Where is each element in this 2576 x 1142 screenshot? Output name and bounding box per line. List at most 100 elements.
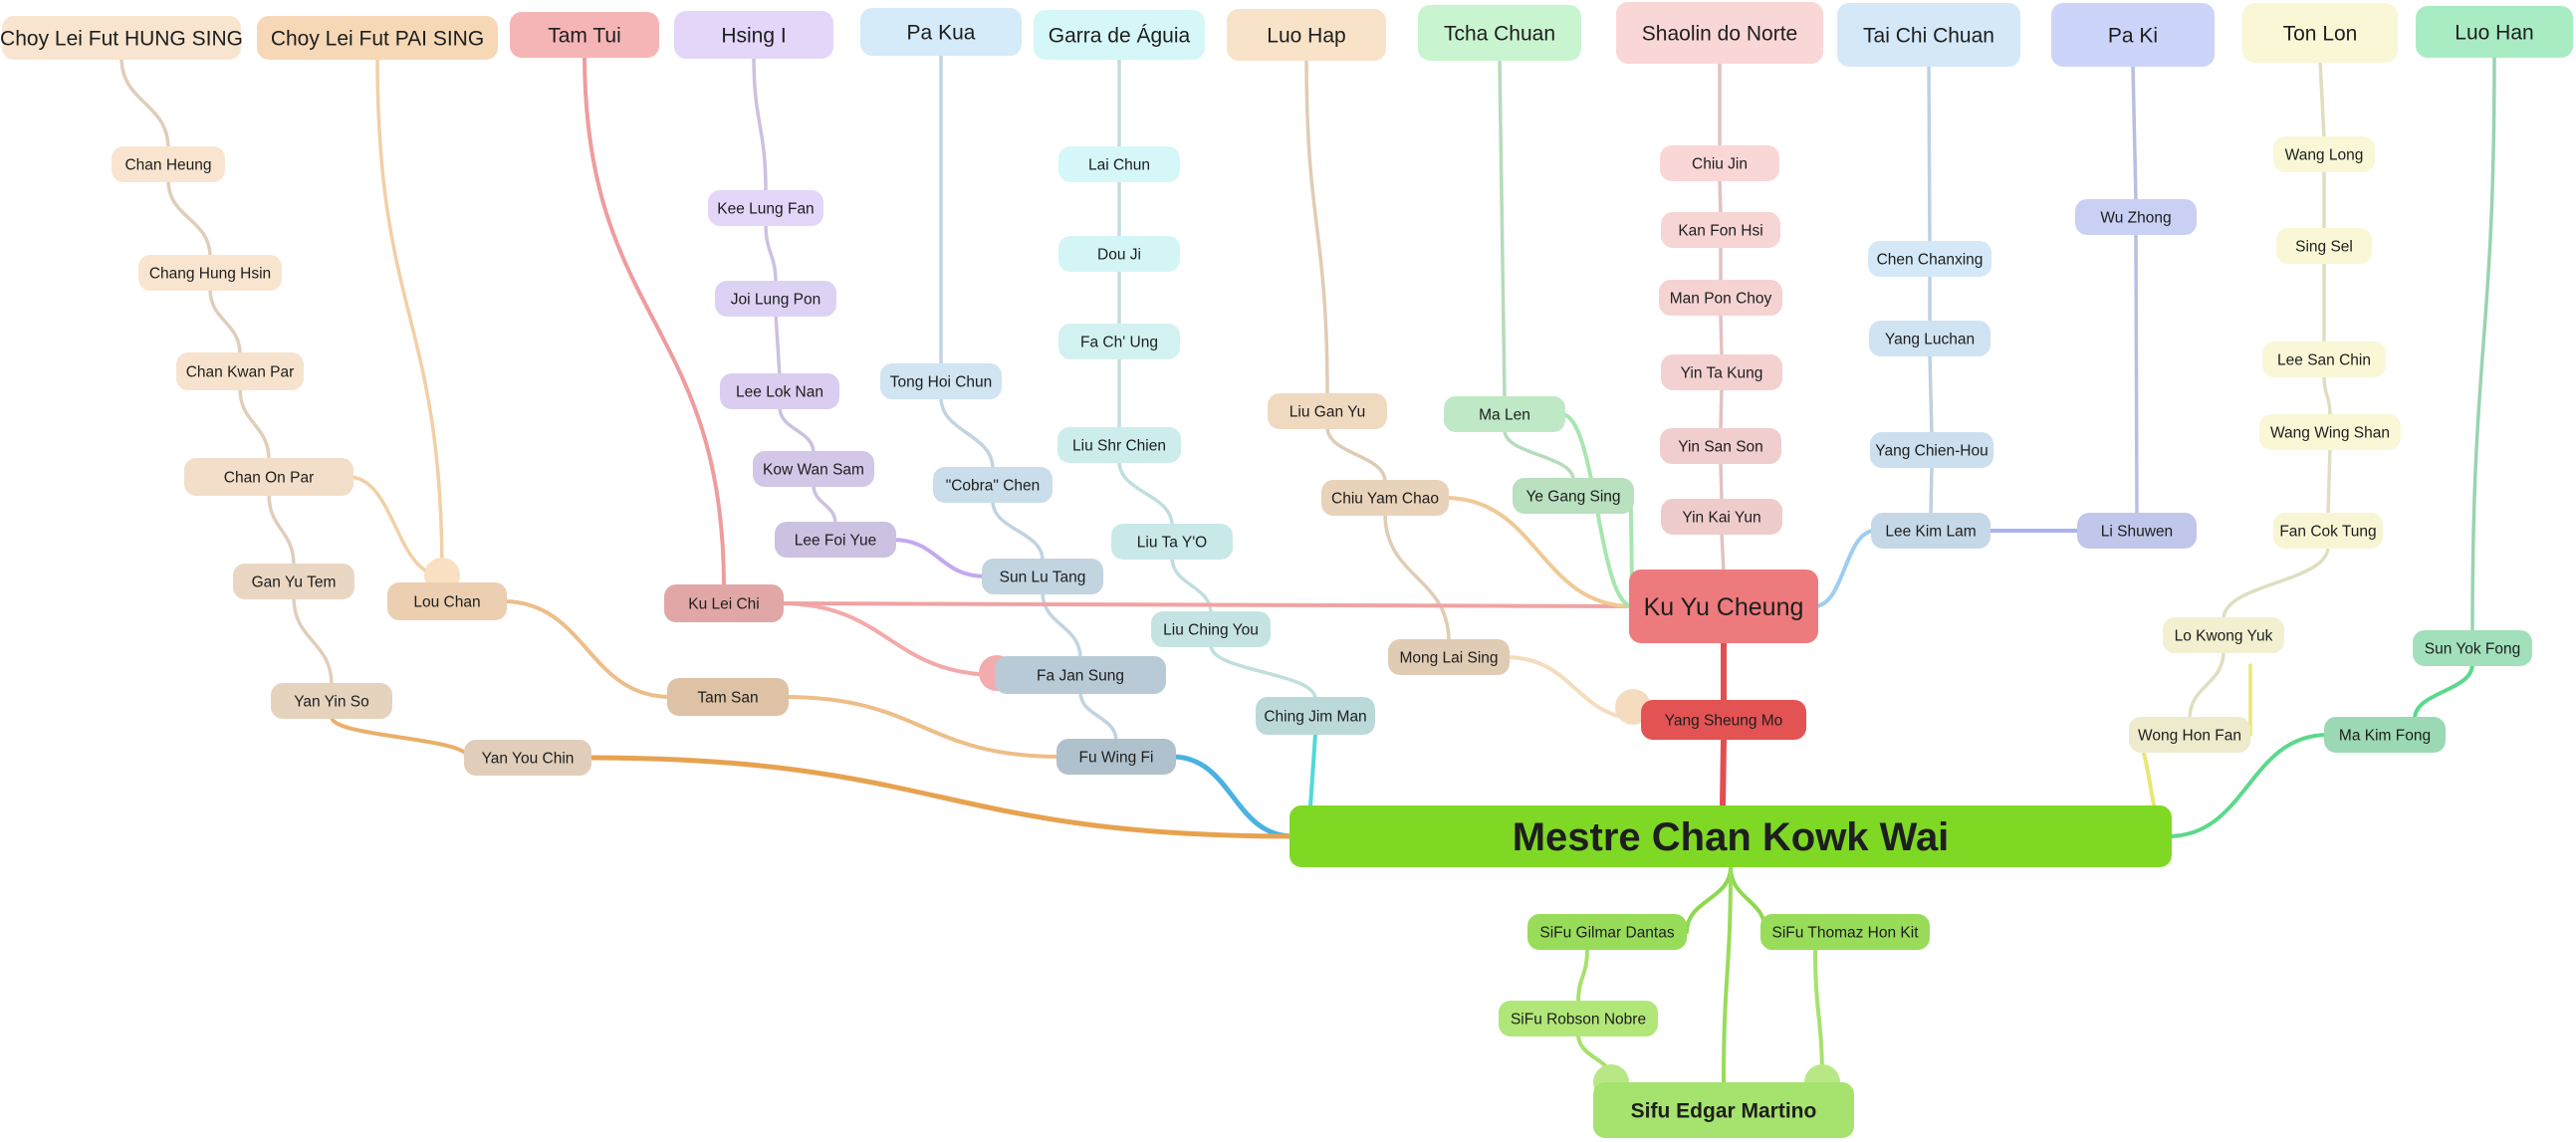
link-tam_tui [583, 53, 726, 589]
link-choy_hung [267, 492, 296, 568]
node-label: Chan On Par [224, 469, 314, 486]
node-label: Liu Ta Y'O [1137, 534, 1207, 551]
node-label: Wu Zhong [2100, 209, 2171, 226]
node-label: Kan Fon Hsi [1678, 222, 1762, 239]
node-label: Chan Heung [124, 156, 211, 173]
node-label: Dou Ji [1097, 246, 1141, 263]
mindmap-node: Joi Lung Pon [715, 281, 836, 317]
node-box [2259, 414, 2401, 450]
node-label: Yin San Son [1678, 438, 1763, 455]
mindmap-node: Ching Jim Man [1256, 697, 1375, 735]
link-pa_kua [1041, 590, 1082, 660]
node-label: Shaolin do Norte [1642, 22, 1797, 45]
node-label: Man Pon Choy [1670, 290, 1772, 307]
mindmap-node: Chiu Jin [1660, 145, 1779, 181]
mindmap-node: Chan On Par [184, 458, 353, 496]
mindmap-node: Liu Shr Chien [1057, 427, 1181, 463]
node-box [1418, 5, 1581, 61]
mindmap-node: Lou Chan [387, 582, 507, 620]
link-connector [585, 755, 1296, 839]
node-box [1289, 805, 2172, 867]
node-label: Garra de Águia [1049, 24, 1191, 47]
node-label: Luo Han [2455, 21, 2533, 44]
link-connector [783, 695, 1062, 759]
mindmap-node: Kee Lung Fan [708, 190, 823, 226]
node-label: Tam San [697, 689, 758, 706]
node-box [1616, 2, 1823, 64]
node-label: Lo Kwong Yuk [2175, 627, 2273, 644]
mindmap-node: Liu Ching You [1151, 611, 1271, 647]
mindmap-node: Li Shuwen [2077, 513, 2197, 549]
node-label: Ku Lei Chi [688, 595, 760, 612]
mindmap-node: Wong Hon Fan [2129, 717, 2250, 753]
mindmap-node: Yin Kai Yun [1661, 499, 1782, 535]
branch-header: Hsing I [674, 11, 833, 59]
node-box [860, 8, 1022, 56]
link-hsing_i [778, 405, 816, 455]
link-ton_lon [2322, 373, 2332, 418]
mindmap-node: Fan Cok Tung [2273, 513, 2383, 549]
mindmap-node: Wu Zhong [2075, 199, 2197, 235]
link-garra [1209, 643, 1317, 701]
link-pa_ki [2134, 231, 2139, 517]
node-box [1058, 236, 1180, 272]
mindmap-node: Dou Ji [1058, 236, 1180, 272]
node-label: Tcha Chuan [1444, 22, 1555, 45]
mindmap-node: Chan Heung [112, 146, 225, 182]
mindmap-node: Chan Kwan Par [176, 352, 304, 390]
branch-header: Choy Lei Fut HUNG SING [0, 16, 243, 60]
mindmap-node: Ku Lei Chi [664, 584, 784, 622]
mindmap-node: Yin Ta Kung [1661, 354, 1782, 390]
link-connector [778, 601, 1001, 677]
node-box [715, 281, 836, 317]
node-box [271, 683, 392, 719]
node-box [1513, 478, 1634, 514]
node-label: Fa Jan Sung [1037, 667, 1124, 684]
node-box [1837, 3, 2020, 67]
link-pa_kua [991, 499, 1045, 563]
mindmap-node: Yan You Chin [464, 740, 591, 776]
node-box [1056, 739, 1176, 775]
link-choy_pai [375, 56, 444, 577]
link-pa_kua [939, 395, 995, 471]
link-disciple [1576, 948, 1589, 1005]
node-box [112, 146, 225, 182]
node-label: Kee Lung Fan [717, 200, 814, 217]
node-box [176, 352, 304, 390]
node-label: Wang Long [2285, 146, 2364, 163]
mindmap-node: Wang Wing Shan [2259, 414, 2401, 450]
node-label: Liu Gan Yu [1289, 403, 1365, 420]
node-label: Yang Sheung Mo [1665, 712, 1783, 729]
node-box [1760, 914, 1930, 950]
branch-header: Ton Lon [2242, 3, 2398, 63]
node-box [1661, 354, 1782, 390]
mindmap-node: Tam San [667, 678, 789, 716]
link-choy_hung [166, 178, 212, 259]
link-disciple [1729, 865, 1767, 934]
node-box [1058, 324, 1180, 359]
link-disciple [1722, 865, 1733, 1084]
mindmap-node: SiFu Thomaz Hon Kit [1760, 914, 1930, 950]
node-box [1869, 321, 1991, 356]
link-shaolin [1719, 312, 1724, 358]
node-label: Chiu Yam Chao [1331, 490, 1439, 507]
node-label: Liu Ching You [1163, 621, 1259, 638]
link-shaolin [1719, 386, 1724, 432]
mindmap-node: Lai Chun [1058, 146, 1180, 182]
node-label: Choy Lei Fut HUNG SING [0, 27, 243, 50]
branch-header: Shaolin do Norte [1616, 2, 1823, 64]
node-box [2077, 513, 2197, 549]
link-connector [778, 601, 1635, 608]
node-label: Fan Cok Tung [2279, 523, 2376, 540]
node-label: Pa Ki [2108, 24, 2158, 47]
node-label: Fa Ch' Ung [1080, 334, 1158, 350]
link-choy_hung [292, 595, 334, 687]
node-label: Lou Chan [413, 593, 480, 610]
node-box [933, 467, 1053, 503]
node-box [708, 190, 823, 226]
node-box [2051, 3, 2215, 67]
branch-header: Tai Chi Chuan [1837, 3, 2020, 67]
node-label: Wang Wing Shan [2270, 424, 2390, 441]
link-disciple [1813, 948, 1824, 1084]
